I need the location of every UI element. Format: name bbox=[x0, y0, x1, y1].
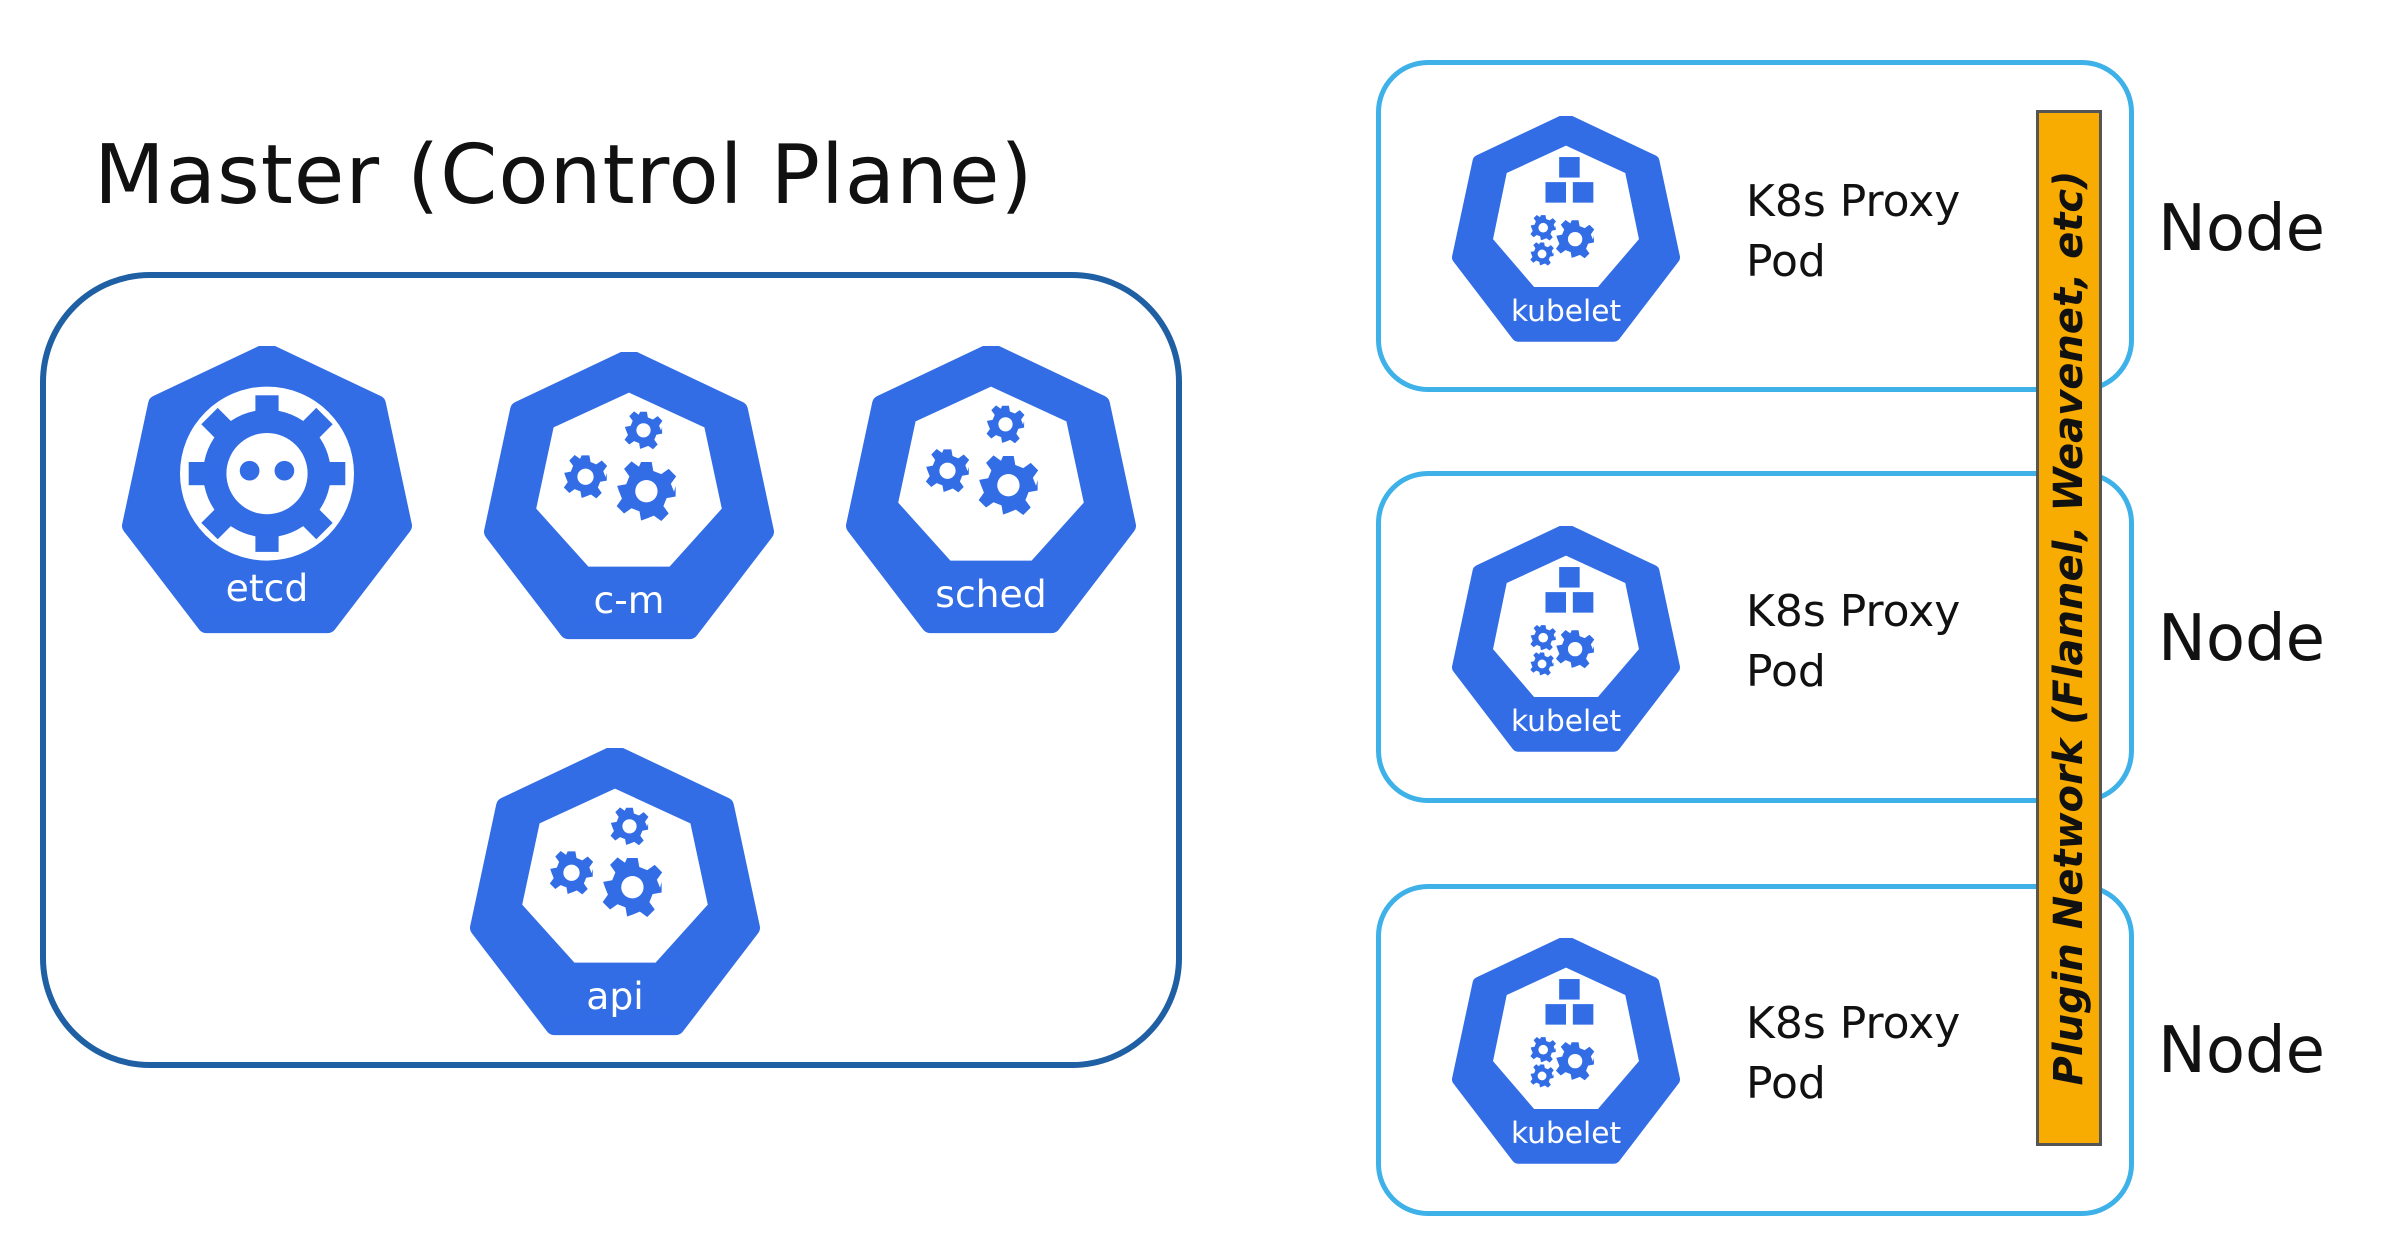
etcd-label: etcd bbox=[226, 566, 309, 610]
cubes-gears-icon bbox=[1530, 979, 1595, 1088]
proxy-line-1: K8s Proxy bbox=[1746, 998, 1961, 1049]
kubelet-component: kubelet bbox=[1452, 116, 1680, 344]
proxy-line-1: K8s Proxy bbox=[1746, 176, 1961, 227]
master-control-plane-box bbox=[40, 272, 1182, 1068]
master-title: Master (Control Plane) bbox=[94, 128, 1034, 223]
kubelet-component: kubelet bbox=[1452, 938, 1680, 1166]
cubes-gears-icon bbox=[1530, 157, 1595, 266]
node-label-2: Node bbox=[2158, 602, 2326, 676]
kubelet-label: kubelet bbox=[1511, 1115, 1621, 1150]
proxy-line-2: Pod bbox=[1746, 646, 1826, 697]
proxy-pod-label-3: K8s Proxy Pod bbox=[1746, 994, 1960, 1114]
proxy-line-2: Pod bbox=[1746, 236, 1826, 287]
kubelet-label: kubelet bbox=[1511, 293, 1621, 328]
etcd-component: etcd bbox=[122, 346, 412, 636]
api-label: api bbox=[586, 974, 644, 1018]
sched-label: sched bbox=[935, 572, 1046, 616]
proxy-pod-label-1: K8s Proxy Pod bbox=[1746, 172, 1960, 292]
api-server-component: api bbox=[470, 748, 760, 1038]
node-label-1: Node bbox=[2158, 192, 2326, 266]
etcd-icon bbox=[188, 395, 346, 552]
kubelet-label: kubelet bbox=[1511, 703, 1621, 738]
c-m-label: c-m bbox=[593, 578, 664, 622]
plugin-network-bar: Plugin Network (Flannel, Weavenet, etc) bbox=[2036, 110, 2102, 1146]
proxy-line-2: Pod bbox=[1746, 1058, 1826, 1109]
proxy-line-1: K8s Proxy bbox=[1746, 586, 1961, 637]
scheduler-component: sched bbox=[846, 346, 1136, 636]
node-label-3: Node bbox=[2158, 1014, 2326, 1088]
cubes-gears-icon bbox=[1530, 567, 1595, 676]
controller-manager-component: c-m bbox=[484, 352, 774, 642]
plugin-network-label: Plugin Network (Flannel, Weavenet, etc) bbox=[2046, 170, 2092, 1086]
kubelet-component: kubelet bbox=[1452, 526, 1680, 754]
proxy-pod-label-2: K8s Proxy Pod bbox=[1746, 582, 1960, 702]
